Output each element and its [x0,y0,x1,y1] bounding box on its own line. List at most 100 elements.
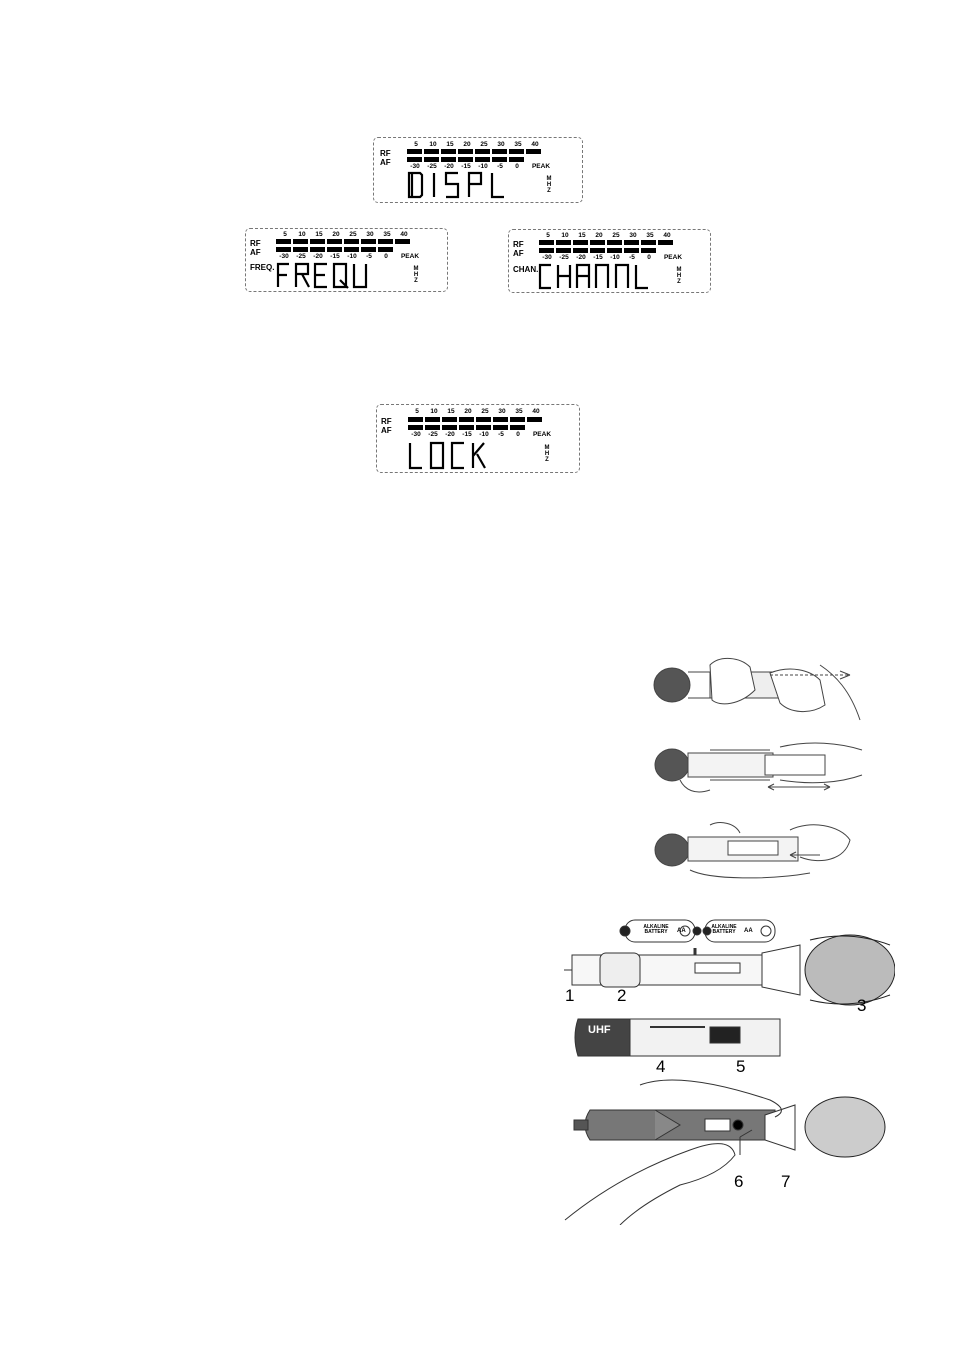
uhf-brand-label: UHF [588,1024,611,1036]
rf-tick: 30 [497,141,505,148]
unit-letter: Z [677,279,681,285]
af-label: AF [513,249,524,258]
battery-text-right: ALKALINE BATTERY [711,924,737,935]
rf-tick: 30 [366,231,374,238]
mhz-unit: M H Z [544,445,550,463]
unit-letter: H [676,273,682,279]
rf-tick: 40 [531,141,539,148]
rf-tick: 30 [498,408,506,415]
af-scale: -30 -25 -20 -15 -10 -5 0 PEAK [411,431,556,439]
rf-tick: 10 [429,141,437,148]
af-tick: -30 [542,254,552,261]
af-tick: -25 [428,431,438,438]
af-tick: -15 [461,163,471,170]
unit-letter: Z [545,457,549,463]
rf-tick: 25 [480,141,488,148]
rf-tick: 15 [447,408,455,415]
af-tick: -30 [279,253,289,260]
af-tick: -10 [610,254,620,261]
af-tick: -20 [445,431,455,438]
callout-3: 3 [857,996,867,1015]
af-scale: -30 -25 -20 -15 -10 -5 0 PEAK [542,254,687,262]
unit-letter: H [413,272,419,278]
af-tick: 0 [384,253,388,260]
transmitter-battery-diagram [564,919,895,1006]
mhz-unit: M H Z [546,176,552,194]
lcd-panel-lock: RF AF 5 10 15 20 25 30 35 40 -30 -25 -20… [376,404,580,473]
rf-tick: 15 [315,231,323,238]
transmitter-cover-illustration [574,1018,781,1057]
unit-letter: H [544,451,550,457]
callout-6: 6 [734,1172,744,1191]
rf-tick: 30 [629,232,637,239]
unit-letter: M [544,445,550,451]
rf-tick: 15 [446,141,454,148]
af-tick: -5 [497,163,503,170]
rf-tick: 10 [561,232,569,239]
af-scale: -30 -25 -20 -15 -10 -5 0 PEAK [279,253,424,261]
battery-cover-open-illustration [653,658,861,721]
level-bars [408,417,548,433]
rf-af-labels: RF AF [513,240,524,258]
rf-label: RF [381,417,392,426]
lcd-panel-displ: RF AF 5 10 15 20 25 30 35 40 -30 -25 -20… [373,137,583,203]
battery-size-right: AA [744,928,753,934]
rf-tick: 35 [646,232,654,239]
af-tick: 0 [516,431,520,438]
rf-tick: 20 [464,408,472,415]
callout-4: 4 [656,1057,666,1076]
segment-display-text [538,263,648,290]
rf-tick: 25 [349,231,357,238]
af-tick: -15 [330,253,340,260]
rf-tick: 20 [332,231,340,238]
rf-tick: 5 [414,141,418,148]
af-tick: -15 [593,254,603,261]
unit-letter: Z [547,188,551,194]
callout-5: 5 [736,1057,746,1076]
segment-display-text [276,262,368,289]
callout-7: 7 [781,1172,791,1191]
af-tick: PEAK [531,163,551,170]
level-bars [407,149,547,165]
rf-tick: 10 [298,231,306,238]
unit-letter: M [546,176,552,182]
af-scale: -30 -25 -20 -15 -10 -5 0 PEAK [410,163,555,171]
slide-cover-illustration [654,742,863,793]
mhz-unit: M H Z [676,267,682,285]
mode-label: CHAN. [513,265,539,274]
rf-tick: 40 [532,408,540,415]
af-tick: -30 [411,431,421,438]
unit-letter: H [546,182,552,188]
rf-af-labels: RF AF [250,239,261,257]
rf-tick: 25 [612,232,620,239]
af-tick: -10 [479,431,489,438]
rf-tick: 5 [283,231,287,238]
insert-battery-illustration [654,822,851,879]
segment-display-text [407,171,504,199]
unit-letter: Z [414,278,418,284]
rf-label: RF [380,149,391,158]
af-tick: -5 [629,254,635,261]
rf-scale: 5 10 15 20 25 30 35 40 [283,231,425,239]
rf-scale: 5 10 15 20 25 30 35 40 [414,141,556,149]
af-tick: -15 [462,431,472,438]
level-bars [276,239,416,255]
af-tick: 0 [647,254,651,261]
lcd-panel-channl: RF AF 5 10 15 20 25 30 35 40 -30 -25 -20… [508,229,711,293]
rf-scale: 5 10 15 20 25 30 35 40 [415,408,557,416]
af-tick: -20 [576,254,586,261]
af-label: AF [250,248,261,257]
rf-tick: 35 [514,141,522,148]
af-tick: 0 [515,163,519,170]
lcd-panel-frequ: RF AF 5 10 15 20 25 30 35 40 -30 -25 -20… [245,228,448,292]
af-tick: -25 [427,163,437,170]
af-tick: -10 [478,163,488,170]
rf-tick: 35 [383,231,391,238]
level-bars [539,240,679,256]
rf-scale: 5 10 15 20 25 30 35 40 [546,232,688,240]
af-tick: -30 [410,163,420,170]
rf-tick: 40 [663,232,671,239]
af-tick: PEAK [400,253,420,260]
battery-size-left: AA [677,928,686,934]
af-tick: -25 [559,254,569,261]
